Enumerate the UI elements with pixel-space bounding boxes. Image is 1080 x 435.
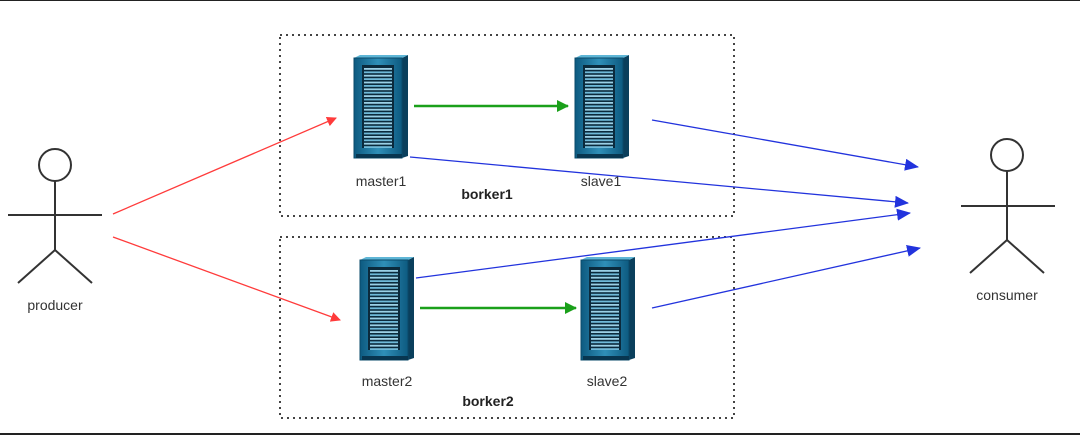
broker2-box — [279, 236, 735, 419]
master1-label: master1 — [355, 173, 407, 189]
slave1-server-icon — [574, 55, 629, 159]
producer-icon — [8, 148, 102, 284]
top-border — [0, 0, 1080, 1]
broker2-label: borker2 — [462, 393, 514, 409]
arrow-producer-to-master1 — [112, 116, 337, 215]
arrow-master2-to-consumer — [415, 208, 911, 279]
master1-server-icon — [353, 55, 408, 159]
slave2-server-icon — [580, 257, 635, 361]
consumer-label: consumer — [976, 287, 1038, 303]
arrow-master1-to-consumer — [409, 156, 909, 208]
bottom-border — [0, 433, 1080, 435]
slave1-label: slave1 — [580, 173, 622, 189]
arrow-producer-to-master2 — [112, 236, 341, 322]
arrow-slave2-to-consumer — [651, 244, 921, 309]
broker1-label: borker1 — [461, 186, 513, 202]
master2-label: master2 — [361, 373, 413, 389]
producer-label: producer — [27, 297, 83, 313]
slave2-label: slave2 — [586, 373, 628, 389]
arrow-slave1-to-consumer — [651, 119, 919, 171]
master2-server-icon — [359, 257, 414, 361]
consumer-icon — [961, 138, 1055, 274]
